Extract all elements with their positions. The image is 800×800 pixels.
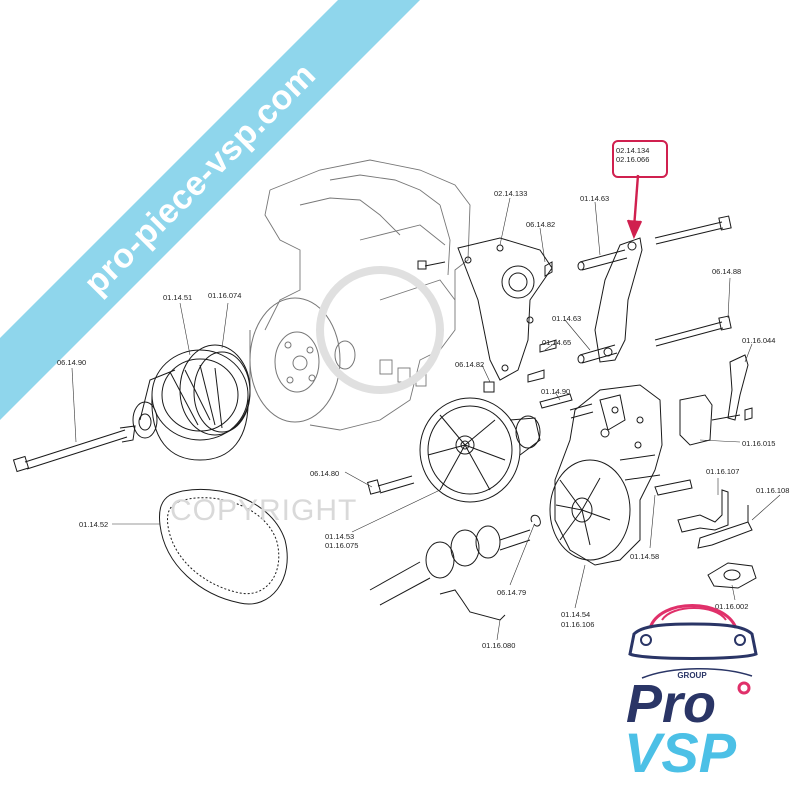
label-01-14-90: 01.14.90 [541, 387, 571, 396]
belt-01-14-52 [159, 488, 288, 605]
label-02-14-133: 02.14.133 [494, 189, 528, 198]
circlip-06-14-79 [530, 514, 541, 527]
lever-01-14-58 [654, 479, 693, 496]
label-01-14-63-top: 01.14.63 [580, 194, 610, 203]
highlight-line-1: 02.14.134 [616, 146, 650, 155]
label-01-14-54: 01.14.54 [561, 610, 591, 619]
copyright-circle-watermark [316, 266, 444, 394]
logo-car-roof [648, 604, 738, 629]
highlight-label: 02.14.134 02.16.066 [616, 146, 649, 164]
label-01-16-015: 01.16.015 [742, 439, 776, 448]
label-01-14-63-mid: 01.14.63 [552, 314, 582, 323]
highlight-line-2: 02.16.066 [616, 155, 650, 164]
rod-01-16-080 [439, 589, 506, 621]
label-01-14-51: 01.14.51 [163, 293, 193, 302]
logo-vsp-text: VSP [624, 721, 737, 780]
label-06-14-88: 06.14.88 [712, 267, 742, 276]
gearbox-01-14-54 [549, 384, 663, 566]
label-01-14-65: 01.14.65 [542, 338, 572, 347]
logo-group-text: GROUP [677, 671, 707, 680]
engine-flywheel [249, 297, 356, 423]
bracket-02-14-134 [594, 237, 643, 363]
label-01-14-52: 01.14.52 [79, 520, 109, 529]
spacer-01-14-63 [577, 249, 628, 364]
logo-headlight-right [734, 634, 746, 646]
label-01-14-58: 01.14.58 [630, 552, 660, 561]
highlight-arrow [626, 174, 643, 240]
bolt-06-14-80 [367, 475, 415, 495]
bolt-06-14-90 [12, 425, 136, 473]
bolt-06-14-88 [654, 215, 732, 347]
label-01-16-044: 01.16.044 [742, 336, 776, 345]
driveshaft [369, 525, 531, 606]
bracket-01-16-044 [679, 354, 753, 446]
bracket-02-14-133 [457, 237, 553, 381]
bracket-01-16-107 [677, 489, 729, 533]
logo-headlight-left [640, 634, 652, 646]
label-01-16-106: 01.16.106 [561, 620, 595, 629]
label-01-16-107: 01.16.107 [706, 467, 740, 476]
label-06-14-79: 06.14.79 [497, 588, 527, 597]
label-06-14-80: 06.14.80 [310, 469, 340, 478]
cover-01-16-002 [707, 562, 757, 589]
logo-pro-text: Pro [626, 674, 716, 734]
bracket-01-16-108 [697, 505, 753, 549]
logo-car-body [628, 622, 758, 660]
label-01-16-080: 01.16.080 [482, 641, 516, 650]
provsp-logo: GROUP Pro VSP [624, 604, 758, 780]
drive-pulley-01-14-51 [132, 349, 249, 461]
label-01-16-075: 01.16.075 [325, 541, 359, 550]
label-01-16-074: 01.16.074 [208, 291, 242, 300]
label-01-16-002: 01.16.002 [715, 602, 749, 611]
label-06-14-82-top: 06.14.82 [526, 220, 556, 229]
logo-car-windshield [661, 607, 727, 621]
label-01-16-108: 01.16.108 [756, 486, 790, 495]
label-06-14-90: 06.14.90 [57, 358, 87, 367]
highlight-box [612, 140, 668, 178]
logo-accent-dot [737, 681, 751, 695]
logo-swoosh [641, 667, 753, 679]
label-06-14-82-low: 06.14.82 [455, 360, 485, 369]
disc-01-16-074 [179, 344, 251, 436]
engine-block [264, 159, 471, 431]
label-01-14-53: 01.14.53 [325, 532, 355, 541]
clutch-01-14-53 [419, 397, 541, 503]
copyright-watermark: COPYRIGHT [170, 494, 358, 527]
